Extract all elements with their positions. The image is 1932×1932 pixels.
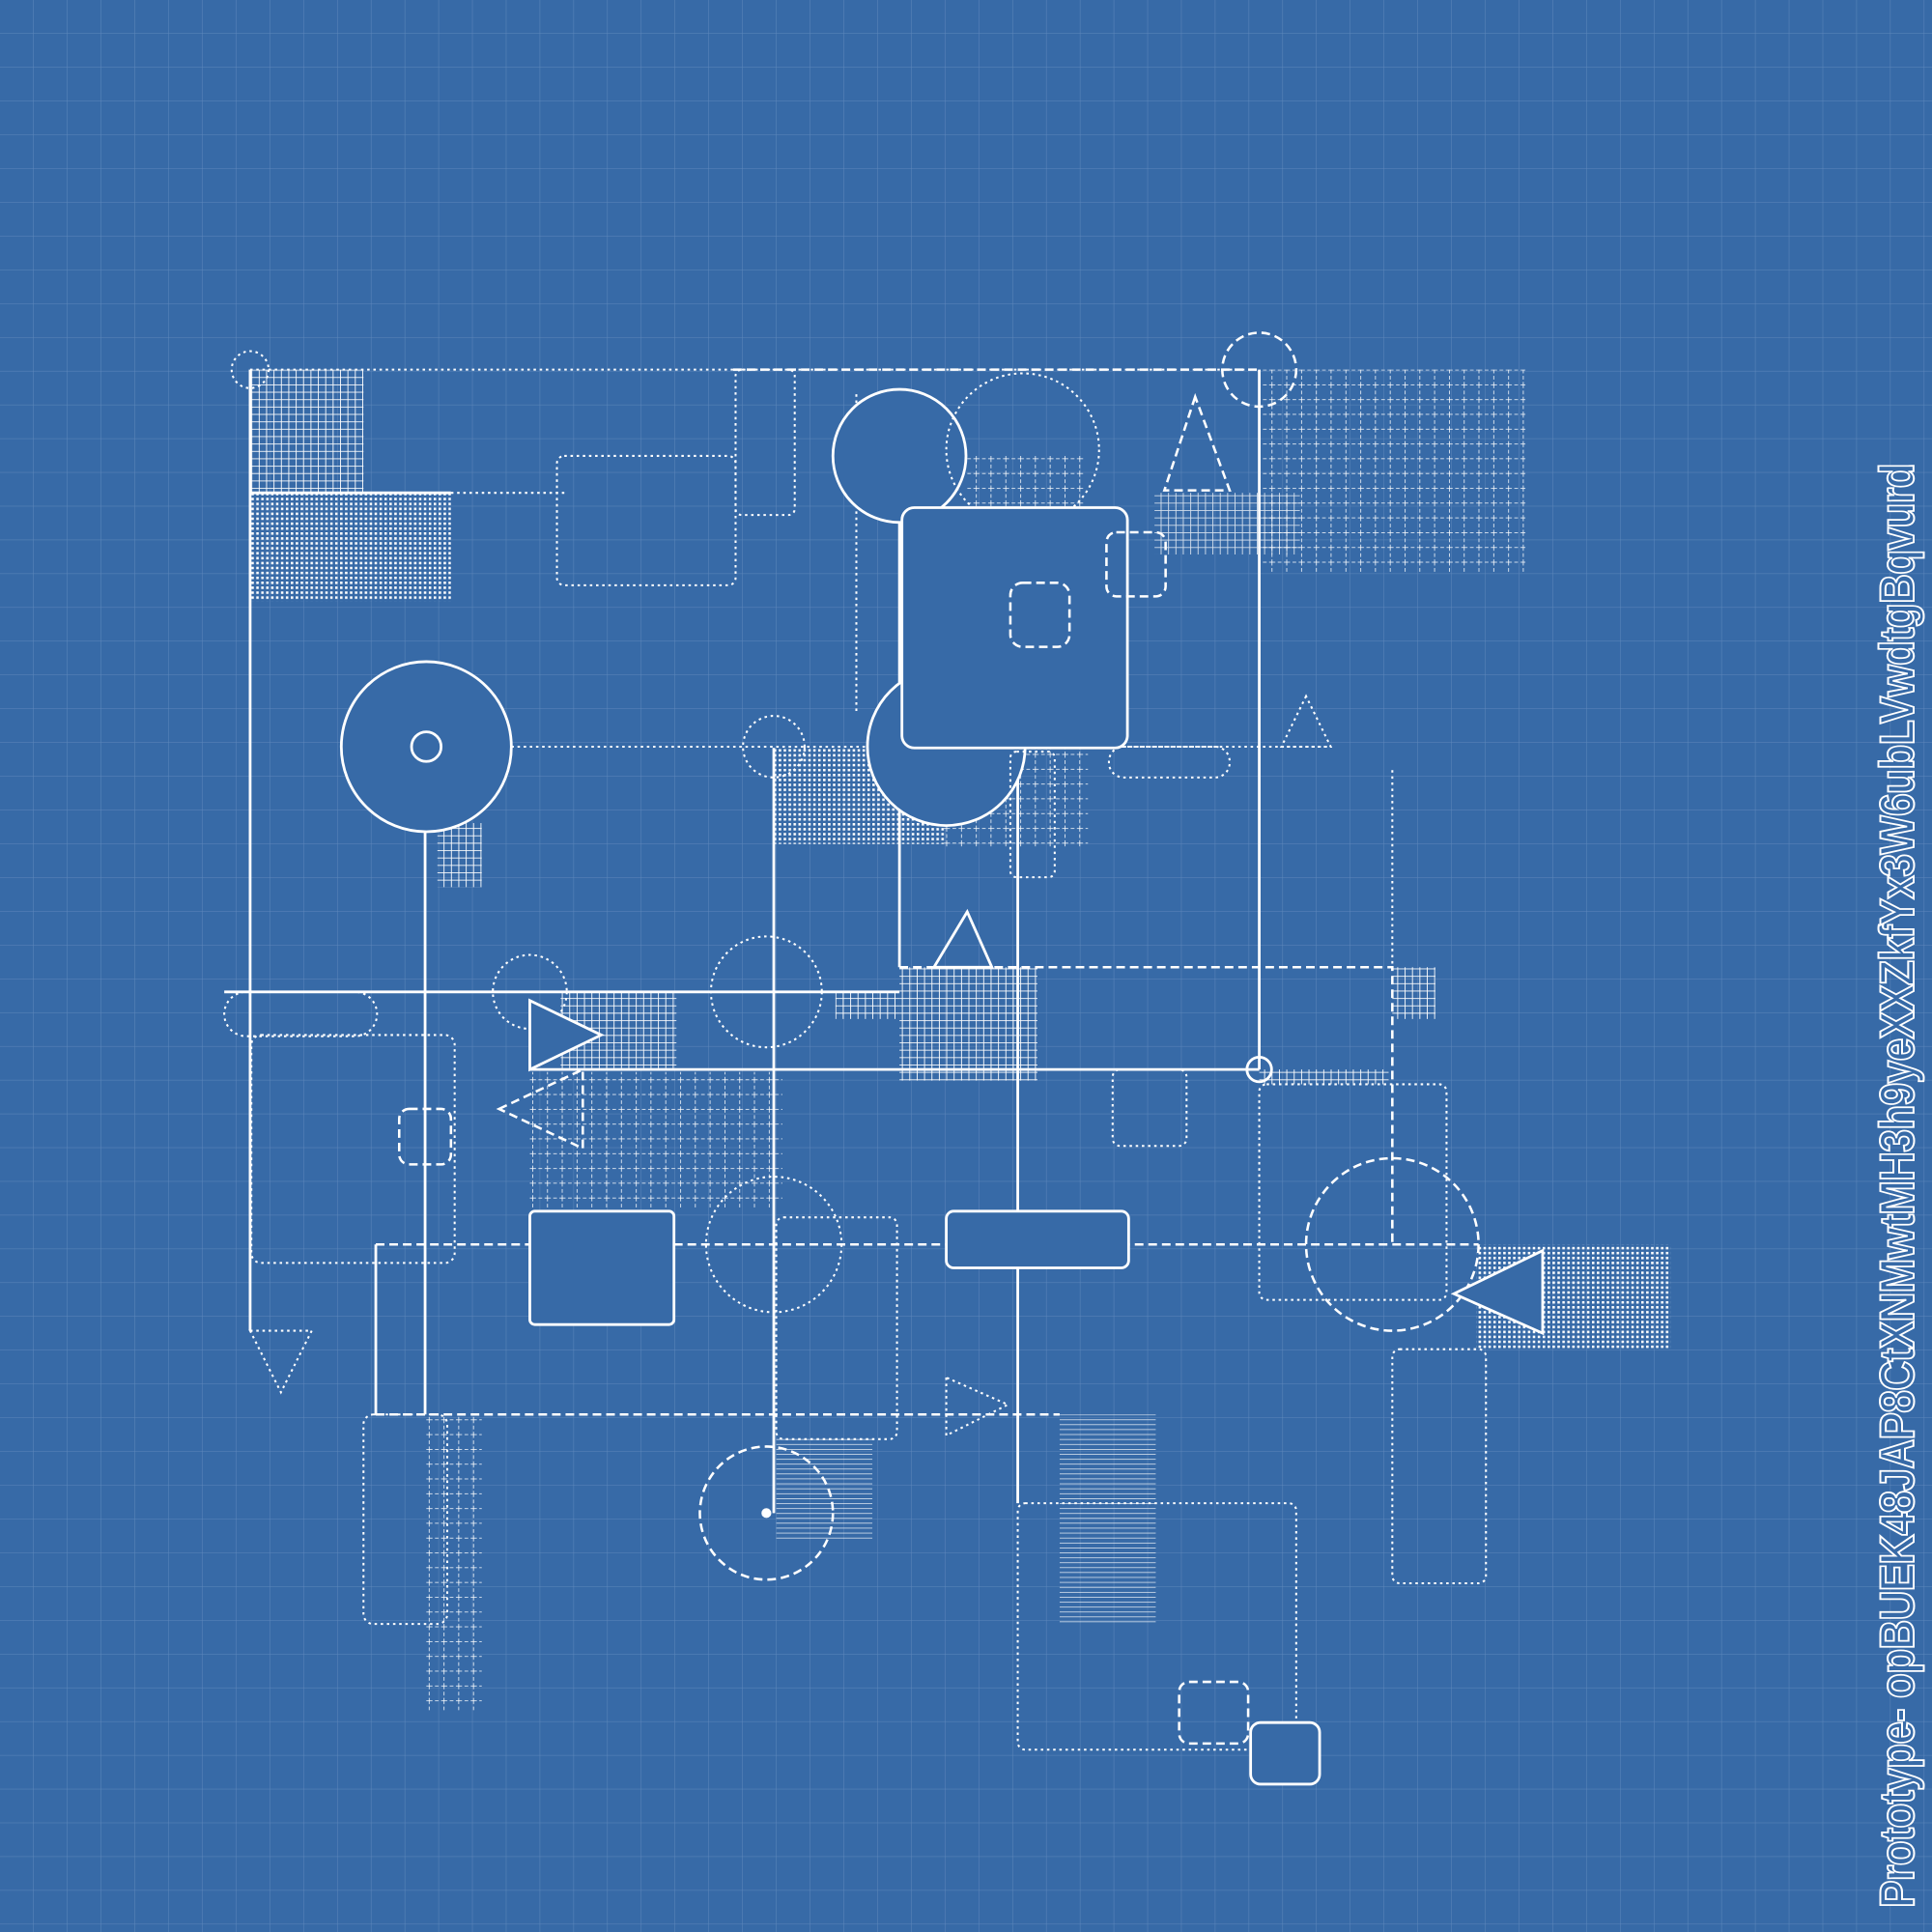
circles [230, 331, 1480, 1581]
plates [223, 368, 1488, 1786]
prototype-id-label: Prototype- opBUEK48JAP8CtXNMwtMH3h9yeXXZ… [1869, 463, 1925, 1909]
